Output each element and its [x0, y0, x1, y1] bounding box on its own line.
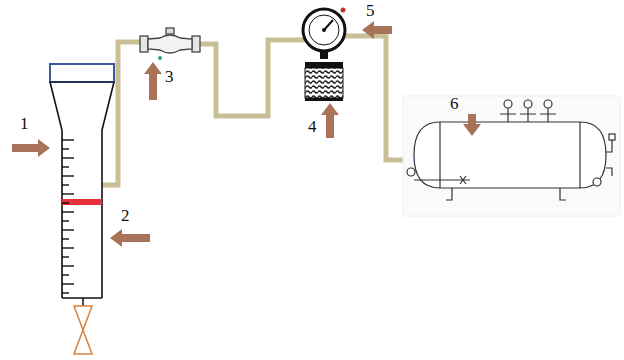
valve	[140, 28, 200, 60]
callout-number: 3	[165, 68, 174, 86]
callout-number: 2	[121, 207, 130, 225]
burette	[50, 64, 114, 354]
callout-number: 5	[366, 2, 375, 20]
callout-number: 1	[20, 115, 29, 133]
callout-number: 4	[308, 118, 317, 136]
callout-number: 6	[450, 95, 459, 113]
pressure-vessel	[403, 96, 620, 216]
pressure-gauge	[303, 8, 346, 102]
callout-arrow	[12, 21, 481, 247]
pipe	[102, 36, 410, 185]
drain-valve	[74, 306, 92, 354]
